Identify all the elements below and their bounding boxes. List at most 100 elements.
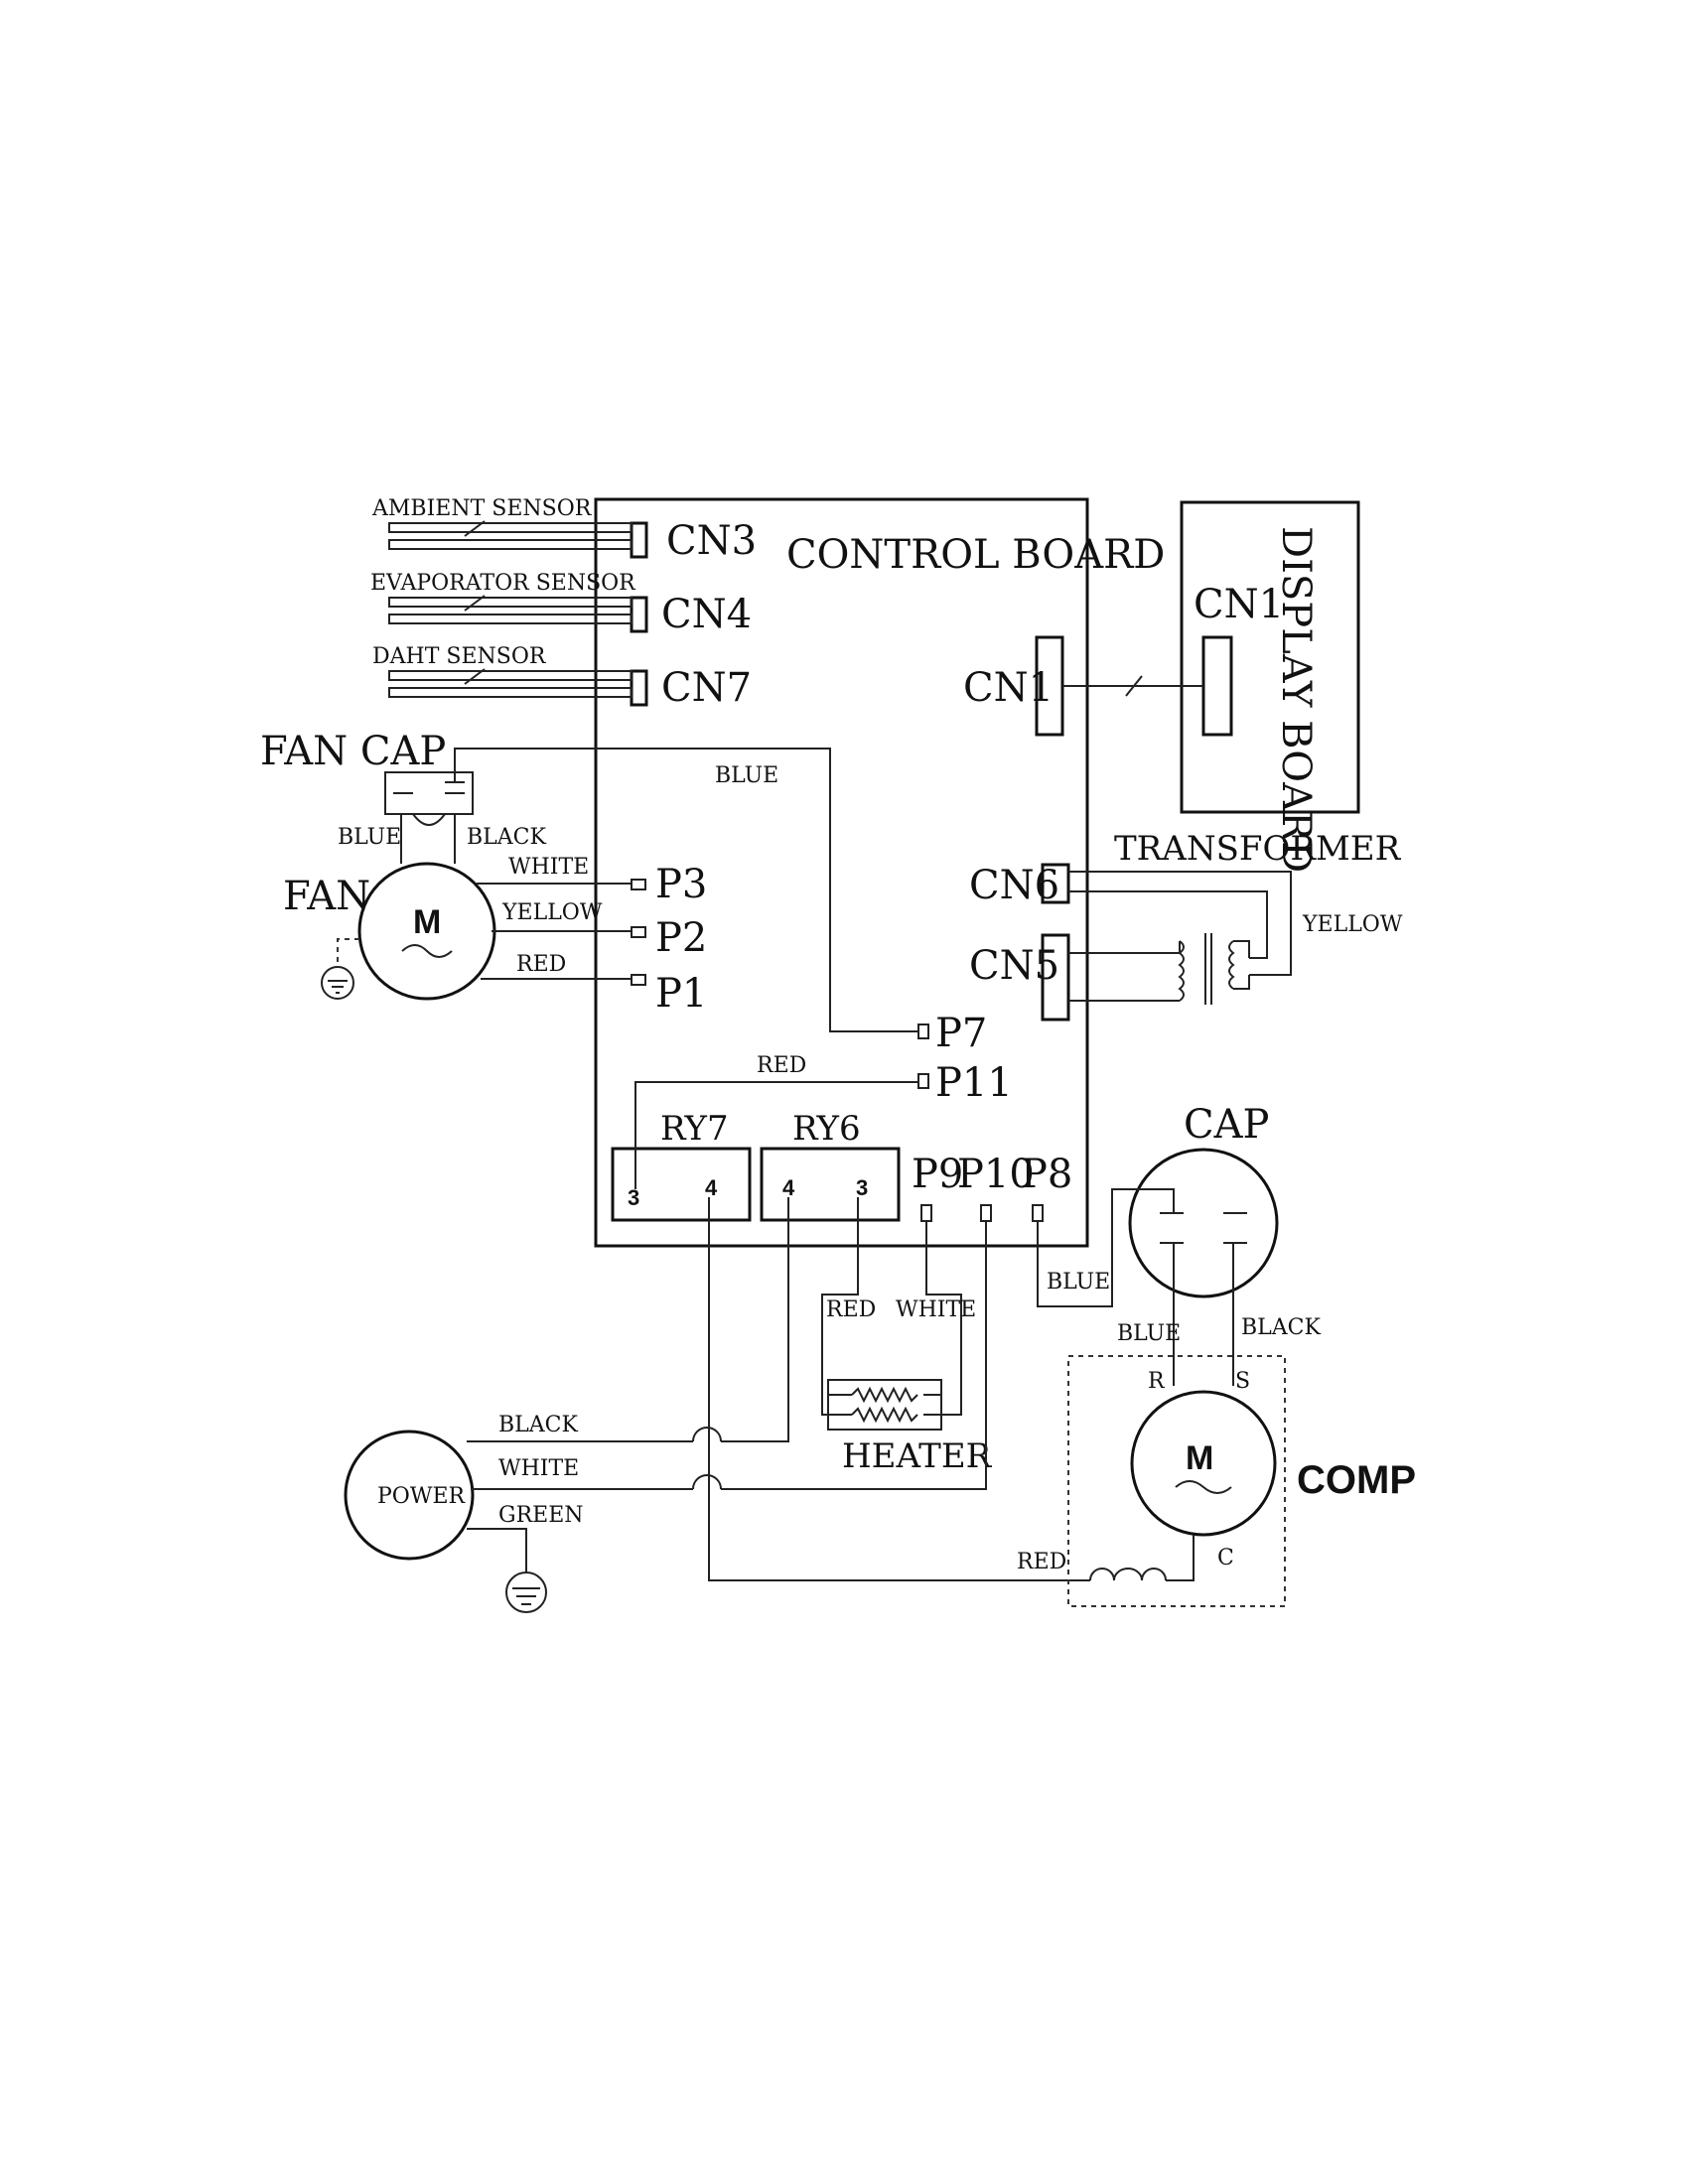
wire-crossover-icon bbox=[692, 1427, 722, 1442]
p7-label: P7 bbox=[935, 1011, 987, 1056]
p9-label: P9 bbox=[912, 1152, 963, 1197]
ground-icon bbox=[505, 1571, 547, 1613]
p10-label: P10 bbox=[957, 1152, 1035, 1197]
comp-cap-label: CAP bbox=[1184, 1102, 1269, 1148]
power-ground bbox=[505, 1571, 547, 1613]
power-wire-white-label: WHITE bbox=[498, 1456, 579, 1481]
heater-label: HEATER bbox=[842, 1436, 993, 1476]
power-wire-green-label: GREEN bbox=[498, 1503, 584, 1528]
overload-protector bbox=[1089, 1535, 1195, 1581]
p10-terminal: P10 bbox=[957, 1152, 1035, 1222]
fan-wire-white-label: WHITE bbox=[508, 855, 589, 880]
ry6-pin3-label: 3 bbox=[856, 1175, 868, 1200]
comp-terminal-c-label: C bbox=[1217, 1546, 1234, 1570]
sensor-icon bbox=[464, 520, 486, 537]
p3-terminal: P3 bbox=[631, 862, 707, 907]
cn5-label: CN5 bbox=[969, 943, 1059, 989]
power-wire-black-label: BLACK bbox=[498, 1413, 578, 1437]
heater-wire-red-label: RED bbox=[826, 1297, 876, 1322]
daht-sensor-label: DAHT SENSOR bbox=[372, 644, 547, 669]
p1-terminal: P1 bbox=[631, 971, 707, 1017]
comp-terminal-s-label: S bbox=[1235, 1369, 1250, 1394]
ambient-sensor-label: AMBIENT SENSOR bbox=[371, 496, 593, 521]
fan-motor-label: M bbox=[413, 903, 441, 941]
heater bbox=[827, 1379, 942, 1431]
comp-capacitor bbox=[1128, 1148, 1279, 1298]
ground-icon bbox=[321, 966, 354, 1000]
overload-icon bbox=[1089, 1568, 1167, 1581]
display-board-title: DISPLAY BOARD bbox=[1273, 526, 1319, 873]
heater-wire-white-label: WHITE bbox=[896, 1297, 976, 1322]
power-label: POWER bbox=[377, 1484, 467, 1509]
p2-label: P2 bbox=[655, 915, 707, 961]
ry6-relay: RY6 4 3 bbox=[760, 1109, 901, 1222]
motor-icon bbox=[1130, 1390, 1277, 1537]
comp-wire-blue-p8-label: BLUE bbox=[1047, 1270, 1110, 1295]
daht-sensor: DAHT SENSOR bbox=[372, 644, 633, 698]
fan-cap-label: FAN CAP bbox=[260, 729, 446, 774]
transformer-label: TRANSFORMER bbox=[1114, 829, 1402, 869]
p8-terminal: P8 bbox=[1021, 1152, 1072, 1222]
evaporator-sensor-label: EVAPORATOR SENSOR bbox=[370, 571, 636, 596]
p8-label: P8 bbox=[1021, 1152, 1072, 1197]
p7-terminal: P7 bbox=[917, 1011, 987, 1056]
ry7-label: RY7 bbox=[660, 1109, 729, 1149]
comp-wire-red-label: RED bbox=[1017, 1550, 1066, 1574]
wire-crossover-icon bbox=[692, 1474, 722, 1490]
relay-wire-red-p11-label: RED bbox=[757, 1053, 806, 1078]
fan-wire-red-label: RED bbox=[516, 952, 566, 977]
fan-wire-black-label: BLACK bbox=[467, 825, 546, 850]
ry6-pin4-label: 4 bbox=[782, 1175, 795, 1200]
comp-wire-black-s-label: BLACK bbox=[1241, 1315, 1321, 1340]
cn5-connector: CN5 bbox=[969, 933, 1070, 1022]
display-board bbox=[1180, 500, 1360, 814]
evaporator-sensor: EVAPORATOR SENSOR bbox=[370, 571, 636, 624]
control-board-title: CONTROL BOARD bbox=[786, 532, 1165, 578]
fan-motor: M bbox=[357, 862, 496, 1001]
compressor-enclosure bbox=[1067, 1355, 1286, 1607]
p1-label: P1 bbox=[655, 971, 707, 1017]
sensor-icon bbox=[464, 668, 486, 685]
ry7-pin4-label: 4 bbox=[705, 1175, 718, 1200]
cn3-connector: CN3 bbox=[630, 518, 757, 564]
sensor-icon bbox=[464, 595, 486, 612]
ambient-sensor: AMBIENT SENSOR bbox=[371, 496, 633, 550]
capacitor-icon bbox=[384, 771, 474, 815]
fan-label: FAN bbox=[283, 874, 370, 919]
ry6-label: RY6 bbox=[792, 1109, 861, 1149]
p11-label: P11 bbox=[935, 1060, 1013, 1106]
display-cn1-label: CN1 bbox=[1194, 582, 1284, 627]
heater-icon bbox=[827, 1379, 942, 1431]
display-cn1-connector bbox=[1201, 635, 1233, 737]
fan-wire-yellow-label: YELLOW bbox=[501, 900, 603, 925]
cn1-connector: CN1 bbox=[963, 635, 1064, 737]
comp-terminal-r-label: R bbox=[1148, 1369, 1166, 1394]
p11-terminal: P11 bbox=[917, 1060, 1013, 1106]
cn7-connector: CN7 bbox=[630, 665, 752, 711]
fan-capacitor bbox=[384, 754, 474, 815]
cn6-connector: CN6 bbox=[969, 863, 1070, 908]
ry7-pin3-label: 3 bbox=[628, 1185, 639, 1210]
p3-label: P3 bbox=[655, 862, 707, 907]
fan-ground bbox=[321, 938, 359, 1000]
power-source: POWER bbox=[344, 1430, 475, 1561]
comp-wire-blue-r-label: BLUE bbox=[1117, 1321, 1181, 1346]
fan-wire-blue-p7-label: BLUE bbox=[715, 763, 778, 788]
cn1-label: CN1 bbox=[963, 665, 1054, 711]
transformer bbox=[1068, 871, 1292, 1005]
transformer-icon bbox=[1178, 933, 1235, 1005]
cn3-label: CN3 bbox=[666, 518, 757, 564]
cn4-label: CN4 bbox=[661, 592, 752, 637]
ry7-relay: RY7 3 4 bbox=[611, 1109, 752, 1222]
cn7-label: CN7 bbox=[661, 665, 752, 711]
p2-terminal: P2 bbox=[631, 915, 707, 961]
compressor-motor: M bbox=[1130, 1390, 1277, 1537]
p9-terminal: P9 bbox=[912, 1152, 963, 1222]
transformer-wire-yellow-label: YELLOW bbox=[1302, 912, 1403, 937]
fan-wire-blue-label: BLUE bbox=[338, 825, 401, 850]
cn6-label: CN6 bbox=[969, 863, 1059, 908]
comp-motor-label: M bbox=[1186, 1439, 1213, 1477]
comp-label: COMP bbox=[1297, 1458, 1416, 1502]
capacitor-icon bbox=[1128, 1148, 1279, 1298]
